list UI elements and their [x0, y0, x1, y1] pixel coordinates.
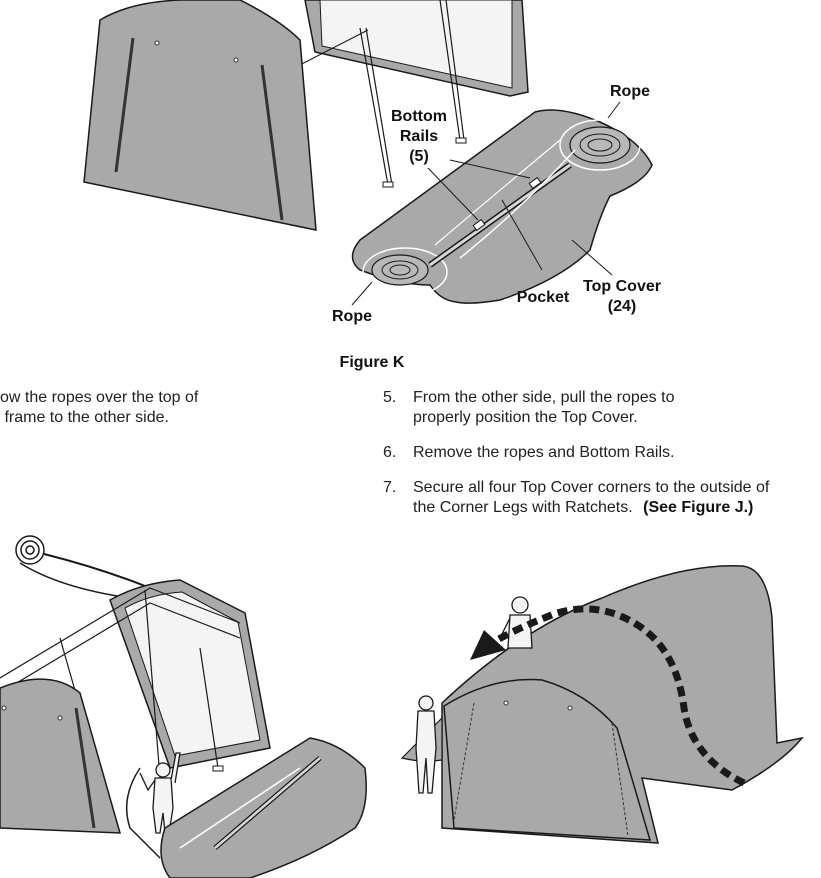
callout-rope-top: Rope — [610, 83, 650, 100]
step-5-number: 5. — [383, 389, 397, 406]
step-7-line2: the Corner Legs with Ratchets. (See Figu… — [413, 498, 813, 518]
callout-pocket: Pocket — [516, 289, 570, 306]
pull-direction-arrow — [490, 605, 746, 787]
arrow-head-icon — [470, 630, 506, 660]
shelter-front-wall — [83, 0, 317, 231]
step-6: 6. Remove the ropes and Bottom Rails. — [383, 443, 803, 463]
step-5: 5. From the other side, pull the ropes t… — [383, 388, 803, 428]
step-4-line1: ow the ropes over the top of — [0, 389, 199, 406]
person-figure-icon — [139, 752, 181, 834]
shelter-front-wall — [0, 678, 122, 834]
callout-top-cover: Top Cover (24) — [578, 277, 666, 317]
figure-k-caption: Figure K — [339, 354, 405, 371]
step-7-line2-text: the Corner Legs with Ratchets. — [413, 499, 633, 516]
rope-coil-icon — [15, 535, 45, 565]
step-7: 7. Secure all four Top Cover corners to … — [383, 478, 813, 518]
step-4-continued: ow the ropes over the top of frame to th… — [0, 388, 260, 428]
figure-k-drawing — [83, 0, 653, 306]
callout-top-cover-qty: (24) — [607, 298, 637, 315]
step-6-number: 6. — [383, 444, 397, 461]
callout-top-cover-line1: Top Cover — [583, 278, 661, 295]
callout-bottom-rails: Bottom Rails (5) — [384, 107, 454, 167]
step-6-line1: Remove the ropes and Bottom Rails. — [413, 444, 675, 461]
pull-cover-illustration — [400, 565, 804, 844]
throw-ropes-illustration — [0, 535, 367, 878]
callout-bottom-rails-line1: Bottom — [391, 108, 447, 125]
callout-bottom-rails-line2: Rails — [399, 128, 439, 145]
see-figure-j-reference: (See Figure J.) — [643, 499, 754, 516]
step-7-number: 7. — [383, 479, 397, 496]
step-5-line1: From the other side, pull the ropes to — [413, 389, 675, 406]
step-4-line2: frame to the other side. — [0, 409, 169, 426]
step-7-line1: Secure all four Top Cover corners to the… — [413, 479, 770, 496]
callout-rope-bottom: Rope — [332, 308, 372, 325]
step-5-line2: properly position the Top Cover. — [413, 409, 638, 426]
callout-bottom-rails-qty: (5) — [409, 148, 429, 165]
